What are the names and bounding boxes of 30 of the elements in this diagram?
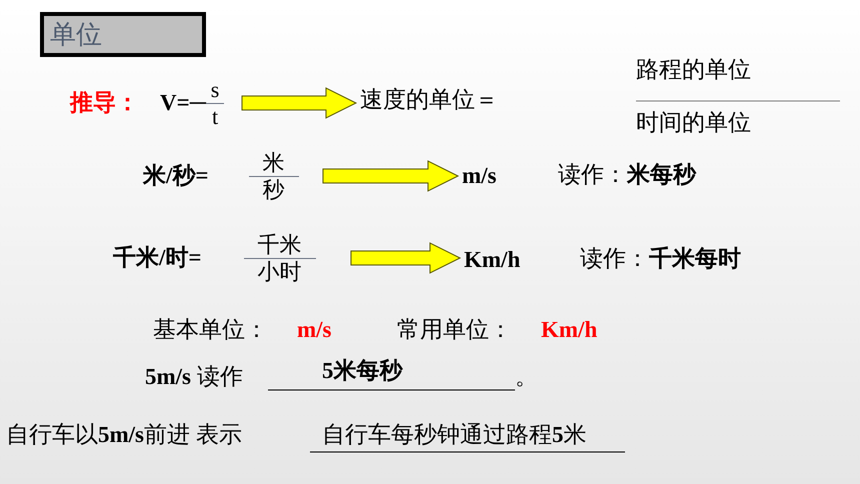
formula-text: 速度的单位＝ [360, 86, 498, 114]
text-label: 自行车以5m/s前进 表示 [6, 421, 242, 449]
denominator: 秒 [262, 176, 284, 202]
formula-text: m/s [462, 162, 496, 190]
text-label: 。 [515, 363, 538, 391]
text-label: 基本单位： [153, 316, 268, 344]
text-label: 5m/s 读作 [145, 363, 243, 391]
text-label: Km/h [541, 316, 598, 344]
text-label: 时间的单位 [636, 109, 751, 137]
title-box: 单位 [40, 12, 206, 57]
denominator: t [212, 104, 218, 129]
block-arrow [322, 160, 460, 192]
text-label: 自行车每秒钟通过路程5米 [322, 421, 586, 449]
text-label: 路程的单位 [636, 56, 751, 84]
formula-text: V=─ [160, 88, 206, 117]
text-label: 常用单位： [397, 316, 512, 344]
text-label: 读作：千米每时 [580, 245, 741, 273]
formula-text: Km/h [464, 246, 520, 274]
formula-text: 米/秒= [143, 162, 208, 190]
text-label: 5米每秒 [322, 357, 402, 385]
denominator: 小时 [258, 258, 302, 284]
text-label: m/s [297, 316, 332, 344]
text-label: 推导： [70, 89, 139, 117]
block-arrow [242, 87, 358, 119]
text-label: 读作：米每秒 [558, 161, 696, 189]
formula-text: 千米/时= [113, 244, 202, 272]
block-arrow [350, 242, 462, 274]
numerator: 米 [262, 150, 284, 176]
numerator: s [210, 77, 220, 102]
numerator: 千米 [258, 232, 302, 258]
